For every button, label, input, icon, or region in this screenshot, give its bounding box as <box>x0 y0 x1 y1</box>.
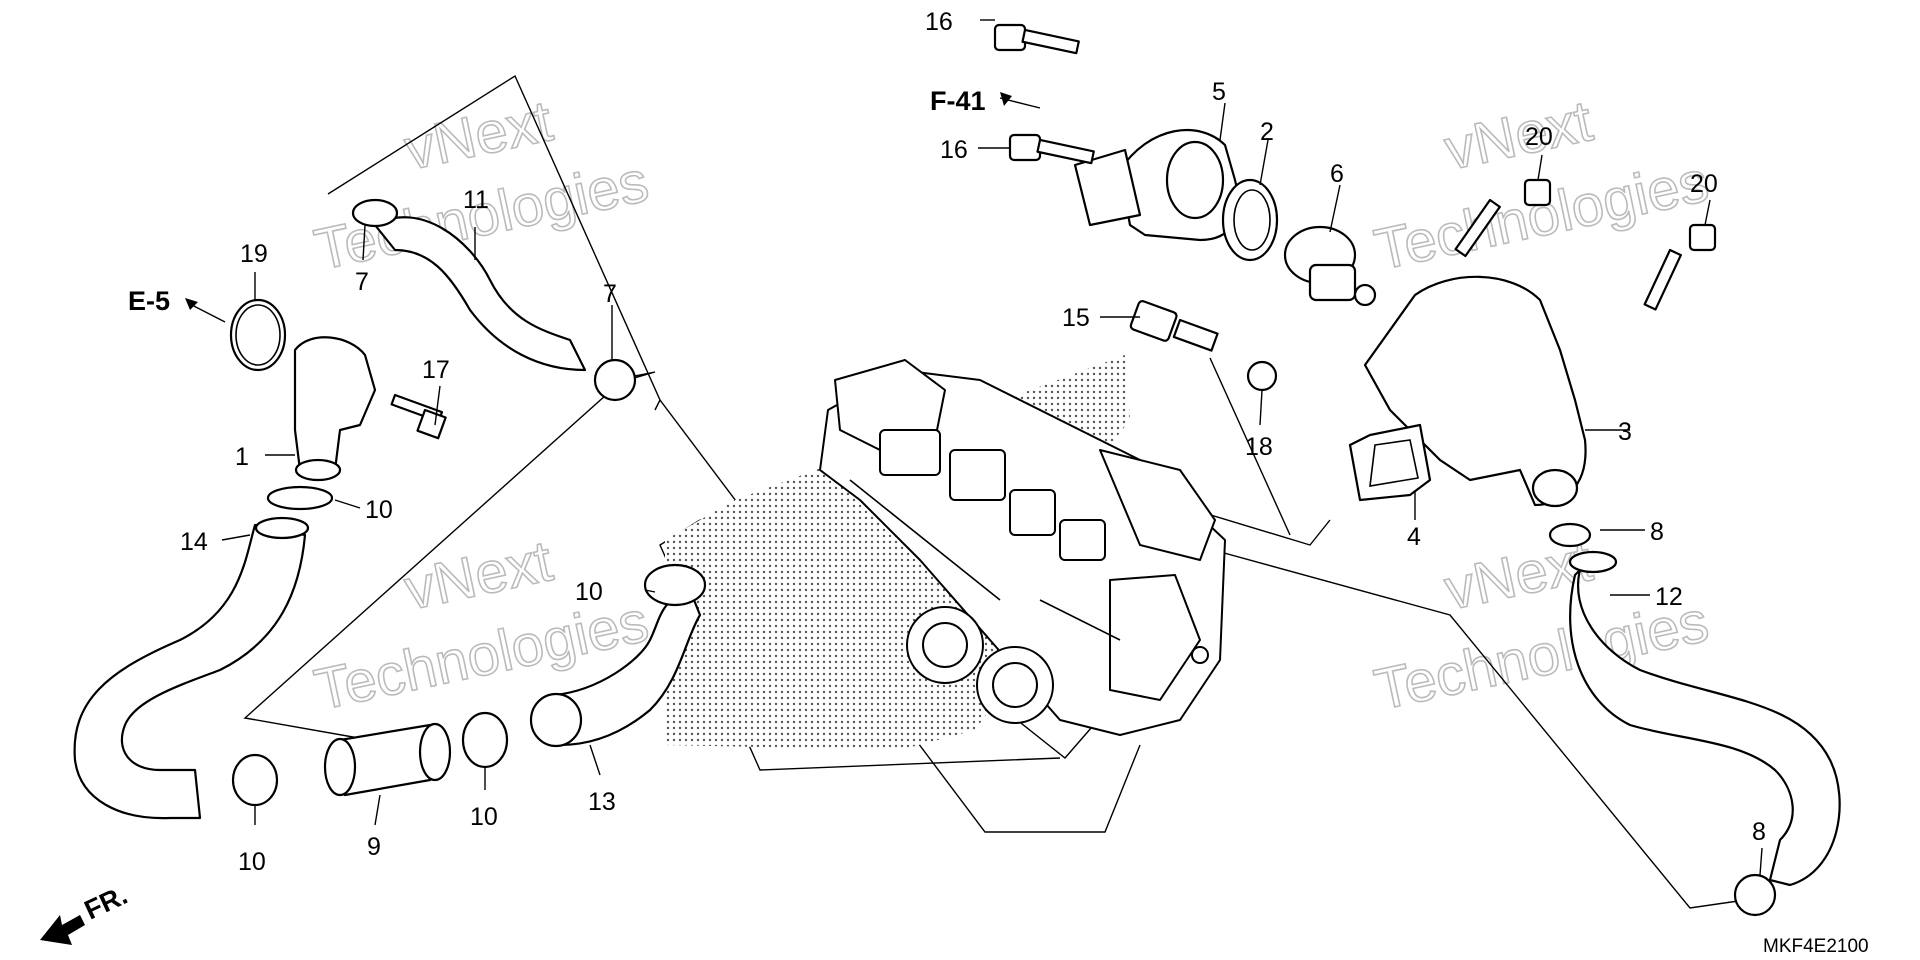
part-3-housing <box>1363 275 1587 508</box>
part-19-o-ring <box>229 298 287 372</box>
part-7-clamp-b <box>593 358 637 402</box>
part-18-washer <box>1246 360 1278 392</box>
svg-text:FR.: FR. <box>80 880 132 926</box>
front-arrow-icon: FR. <box>40 880 132 945</box>
part-11-hose <box>373 216 587 372</box>
callout-18: 18 <box>1245 433 1273 461</box>
diagram-code: MKF4E2100 <box>1763 936 1869 957</box>
part-7-clamp-a <box>351 198 399 228</box>
part-4-gasket <box>1348 423 1432 502</box>
callout-10d: 10 <box>238 848 266 876</box>
part-16-bolt-b <box>1008 133 1095 165</box>
callout-9: 9 <box>367 833 381 861</box>
callout-17: 17 <box>422 356 450 384</box>
part-10-clamp-a <box>266 485 334 511</box>
part-10-clamp-b <box>231 753 279 807</box>
callout-3: 3 <box>1618 418 1632 446</box>
part-5-cover <box>1073 128 1240 242</box>
callout-1: 1 <box>235 443 249 471</box>
callout-2: 2 <box>1260 118 1274 146</box>
part-2-seal <box>1221 178 1279 262</box>
svg-text:vNext: vNext <box>399 88 558 182</box>
callout-16b: 16 <box>940 136 968 164</box>
part-15-sensor <box>1129 300 1219 352</box>
callout-20a: 20 <box>1525 123 1553 151</box>
callout-8b: 8 <box>1752 818 1766 846</box>
callout-10b: 10 <box>575 578 603 606</box>
ref-f41: F-41 <box>930 86 1041 116</box>
part-8-clamp-b <box>1733 873 1777 917</box>
callout-4: 4 <box>1407 523 1421 551</box>
svg-text:vNext: vNext <box>399 528 558 622</box>
engine-block <box>665 355 1226 750</box>
svg-text:F-41: F-41 <box>930 86 986 116</box>
callout-5: 5 <box>1212 78 1226 106</box>
ref-e5: E-5 <box>128 286 226 323</box>
callout-7a: 7 <box>355 268 369 296</box>
callout-7b: 7 <box>603 280 617 308</box>
part-20-bolt-b <box>1643 223 1717 311</box>
callout-19: 19 <box>240 240 268 268</box>
part-20-bolt-a <box>1454 178 1552 258</box>
callout-10a: 10 <box>365 496 393 524</box>
part-12-hose <box>1568 550 1841 887</box>
callout-8a: 8 <box>1650 518 1664 546</box>
svg-text:Technologies: Technologies <box>1369 149 1714 283</box>
part-9-pipe <box>323 722 452 797</box>
part-14-hose <box>73 516 310 820</box>
part-17-bolt <box>390 393 447 440</box>
callout-10c: 10 <box>470 803 498 831</box>
part-8-clamp-a <box>1548 522 1592 548</box>
svg-text:E-5: E-5 <box>128 286 170 316</box>
part-1-housing <box>293 336 377 482</box>
callout-13: 13 <box>588 788 616 816</box>
callouts: 1 2 3 4 5 6 7 7 8 8 9 10 10 10 10 11 12 … <box>180 8 1766 876</box>
part-13-hose <box>529 588 702 748</box>
callout-14: 14 <box>180 528 208 556</box>
callout-12: 12 <box>1655 583 1683 611</box>
part-10-clamp-d <box>643 563 707 607</box>
callout-20b: 20 <box>1690 170 1718 198</box>
callout-16a: 16 <box>925 8 953 36</box>
callout-15: 15 <box>1062 304 1090 332</box>
leader-lines <box>221 19 1763 876</box>
callout-6: 6 <box>1330 160 1344 188</box>
part-6-thermostat <box>1283 225 1377 307</box>
part-16-bolt-a <box>993 23 1080 55</box>
part-10-clamp-c <box>461 711 509 769</box>
callout-11: 11 <box>463 186 489 214</box>
svg-text:vNext: vNext <box>1439 88 1598 182</box>
